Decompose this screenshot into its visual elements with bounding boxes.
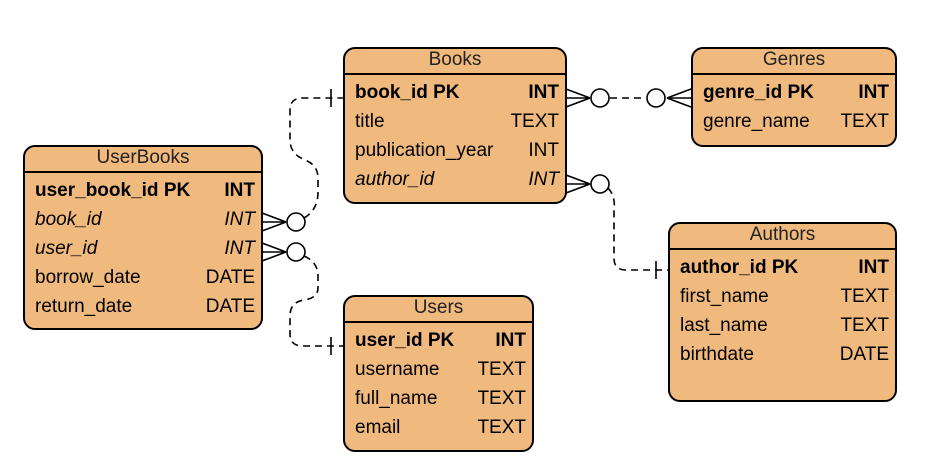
table-title: UserBooks: [25, 147, 261, 173]
table-row: last_name TEXT: [680, 315, 889, 336]
userbooks-books-crowfoot: [261, 212, 287, 232]
table-row: book_id INT: [35, 209, 255, 230]
table-row: author_id PK INT: [680, 257, 889, 278]
table-row: publication_year INT: [355, 140, 559, 161]
table-title: Genres: [693, 49, 895, 75]
table-row: username TEXT: [355, 359, 526, 380]
table-row: user_id INT: [35, 238, 255, 259]
table-title: Books: [345, 49, 565, 75]
table-row: user_book_id PK INT: [35, 180, 255, 201]
table-row: full_name TEXT: [355, 388, 526, 409]
table-row: author_id INT: [355, 169, 559, 190]
userbooks-users-circle: [286, 242, 306, 262]
table-title: Users: [345, 297, 532, 323]
userbooks-books-circle: [286, 212, 306, 232]
books-authors-line: [607, 187, 668, 271]
books-authors-circle: [590, 174, 610, 194]
table-row: email TEXT: [355, 417, 526, 438]
table-row: return_date DATE: [35, 296, 255, 317]
userbooks-table: UserBooks user_book_id PK INT book_id IN…: [23, 145, 263, 330]
userbooks-users-line: [289, 255, 343, 347]
books-genres-crowfoot: [565, 88, 591, 108]
userbooks-users-crowfoot: [261, 242, 287, 262]
genres-books-crowfoot: [666, 88, 692, 108]
table-row: genre_id PK INT: [703, 82, 889, 103]
table-row: genre_name TEXT: [703, 111, 889, 132]
table-title: Authors: [670, 224, 895, 250]
table-row: borrow_date DATE: [35, 267, 255, 288]
table-row: title TEXT: [355, 111, 559, 132]
books-authors-crowfoot: [565, 174, 591, 194]
userbooks-books-line: [289, 97, 343, 219]
table-row: birthdate DATE: [680, 344, 889, 365]
books-genres-circle: [590, 88, 610, 108]
table-row: book_id PK INT: [355, 82, 559, 103]
genres-table: Genres genre_id PK INT genre_name TEXT: [691, 47, 897, 147]
users-table: Users user_id PK INT username TEXT full_…: [343, 295, 534, 452]
genres-books-circle: [646, 88, 666, 108]
table-row: user_id PK INT: [355, 330, 526, 351]
table-row: first_name TEXT: [680, 286, 889, 307]
books-table: Books book_id PK INT title TEXT publicat…: [343, 47, 567, 204]
authors-table: Authors author_id PK INT first_name TEXT…: [668, 222, 897, 402]
